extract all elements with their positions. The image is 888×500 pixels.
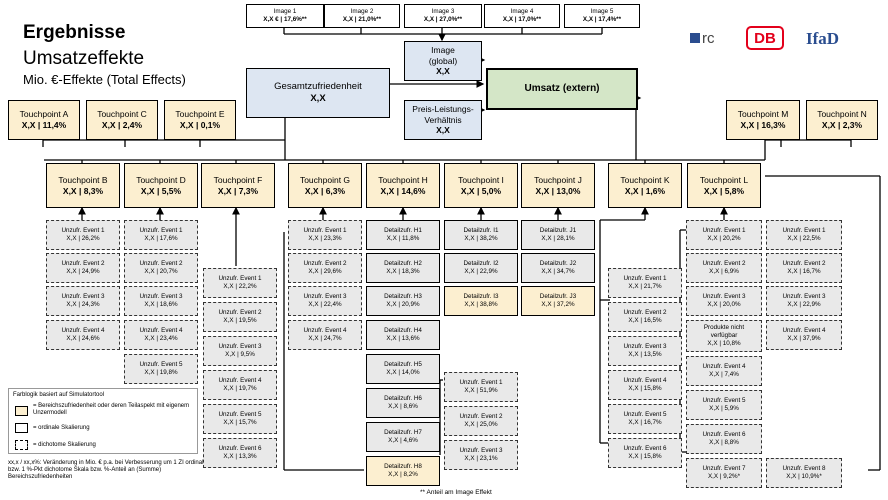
legend-box: Farblogik basiert auf Simulatortool = Be…: [8, 388, 198, 454]
legend-item-3: = dichotome Skalierung: [33, 442, 96, 448]
ifad-logo: IfaD: [806, 29, 840, 48]
legend-item-1: = Bereichszufriedenheit oder deren Teila…: [33, 403, 190, 417]
rc-logo: rc: [690, 30, 715, 47]
umsatz-box: Umsatz (extern): [486, 68, 638, 110]
page-subtitle: Umsatzeffekte: [23, 48, 145, 69]
legend-swatch-solid: [15, 423, 28, 433]
image-global-box: Image (global)X,X: [404, 41, 482, 81]
db-logo: DB: [746, 26, 784, 50]
page-title: Ergebnisse: [23, 22, 126, 43]
legend-swatch-yellow: [15, 406, 28, 416]
unit-note: Mio. €-Effekte (Total Effects): [23, 72, 186, 87]
legend-swatch-dashed: [15, 440, 28, 450]
legend-title: Farblogik basiert auf Simulatortool: [13, 392, 105, 398]
footnote: ** Anteil am Image Effekt: [420, 489, 492, 496]
legend-note: xx,x / xx,x%: Veränderung in Mio. € p.a.…: [8, 460, 204, 481]
legend-item-2: = ordinale Skalierung: [33, 425, 90, 431]
